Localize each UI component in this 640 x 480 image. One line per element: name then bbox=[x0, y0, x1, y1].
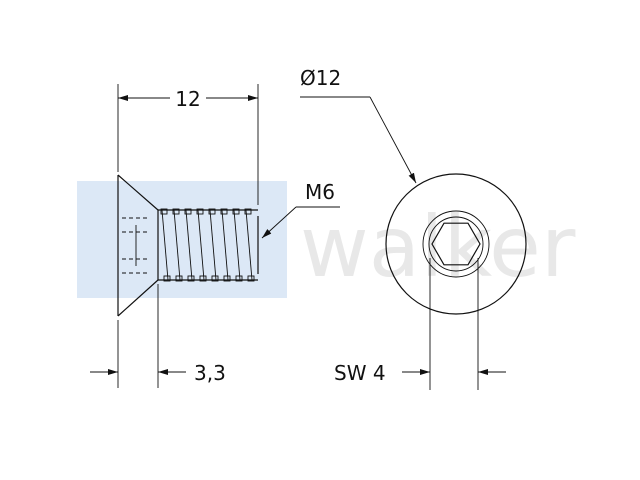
key-size-label: SW 4 bbox=[334, 361, 386, 385]
thread-label: M6 bbox=[305, 180, 335, 204]
length-label: 12 bbox=[175, 87, 200, 111]
dimension-head-diameter: Ø12 bbox=[300, 66, 417, 184]
watermark-logo: walker bbox=[77, 181, 576, 298]
dimension-key-size: SW 4 bbox=[334, 258, 506, 390]
head-height-label: 3,3 bbox=[194, 361, 226, 385]
dimension-head-height: 3,3 bbox=[90, 284, 226, 388]
screw-top-view bbox=[385, 173, 527, 315]
head-diameter-label: Ø12 bbox=[300, 66, 341, 90]
screw-side-view bbox=[117, 174, 259, 317]
watermark-suffix: walker bbox=[300, 198, 576, 296]
dimension-length: 12 bbox=[117, 84, 259, 205]
dimension-thread: M6 bbox=[261, 180, 340, 239]
